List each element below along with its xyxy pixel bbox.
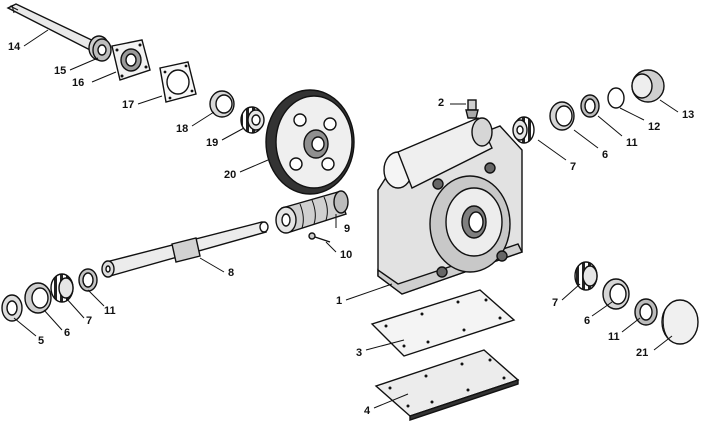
callout-14: 14 [8,41,21,53]
callout-11-upper: 11 [626,137,638,149]
callout-7-lower: 7 [552,297,558,309]
part-1-housing [377,117,523,295]
part-2-grease-fitting [465,99,479,119]
callout-1: 1 [336,295,342,307]
part-21-plug-cap [661,299,699,345]
callout-17: 17 [122,99,134,111]
part-6-bearing-cup-lower [602,278,630,310]
callout-3: 3 [356,347,362,359]
part-4-cover-plate [374,349,520,421]
part-3-gasket-plate [370,289,516,357]
callout-18: 18 [176,123,188,135]
callout-5: 5 [38,335,44,347]
part-19-bearing-cone [240,106,265,134]
callout-10: 10 [340,249,352,261]
part-20-worm-gear [265,89,355,195]
callout-9: 9 [344,223,350,235]
part-7-bearing-cone-lower [574,261,598,291]
part-12-snap-ring [607,87,625,109]
callout-19: 19 [206,137,218,149]
callout-20: 20 [224,169,236,181]
callout-16: 16 [72,77,84,89]
part-7-bearing-cone-upper [512,116,535,144]
callout-4: 4 [364,405,371,417]
part-15-collar [92,38,112,62]
callout-6-left: 6 [64,327,70,339]
part-17-gasket [159,61,197,103]
callout-12: 12 [648,121,660,133]
part-16-flange-plate [111,39,151,81]
part-11-seal-upper [580,94,600,118]
part-5-spacer-ring [1,294,23,322]
part-6-bearing-cup-upper [549,101,575,131]
callout-2: 2 [438,97,444,109]
part-6-bearing-cup-left [24,282,52,314]
callout-15: 15 [54,65,66,77]
part-8-output-shaft [101,221,269,278]
part-18-bearing-cup [209,90,235,118]
callout-7-upper: 7 [570,161,576,173]
callout-11-lower: 11 [608,331,620,343]
part-9-worm [275,190,349,234]
leader-lines [13,29,679,409]
part-11-seal-lower [634,298,658,326]
callout-6-upper: 6 [602,149,608,161]
callout-21: 21 [636,347,648,359]
part-10-pin [308,232,331,243]
part-13-end-cap [631,69,665,103]
part-11-seal-left [78,268,98,292]
part-7-bearing-cone-left [50,273,74,303]
callout-6-lower: 6 [584,315,590,327]
callout-13: 13 [682,109,694,121]
callout-7-left: 7 [86,315,92,327]
callout-8: 8 [228,267,234,279]
callout-11-left: 11 [104,305,116,317]
callout-labels: 14 15 16 17 18 19 20 2 7 6 11 12 13 9 10… [8,41,694,417]
